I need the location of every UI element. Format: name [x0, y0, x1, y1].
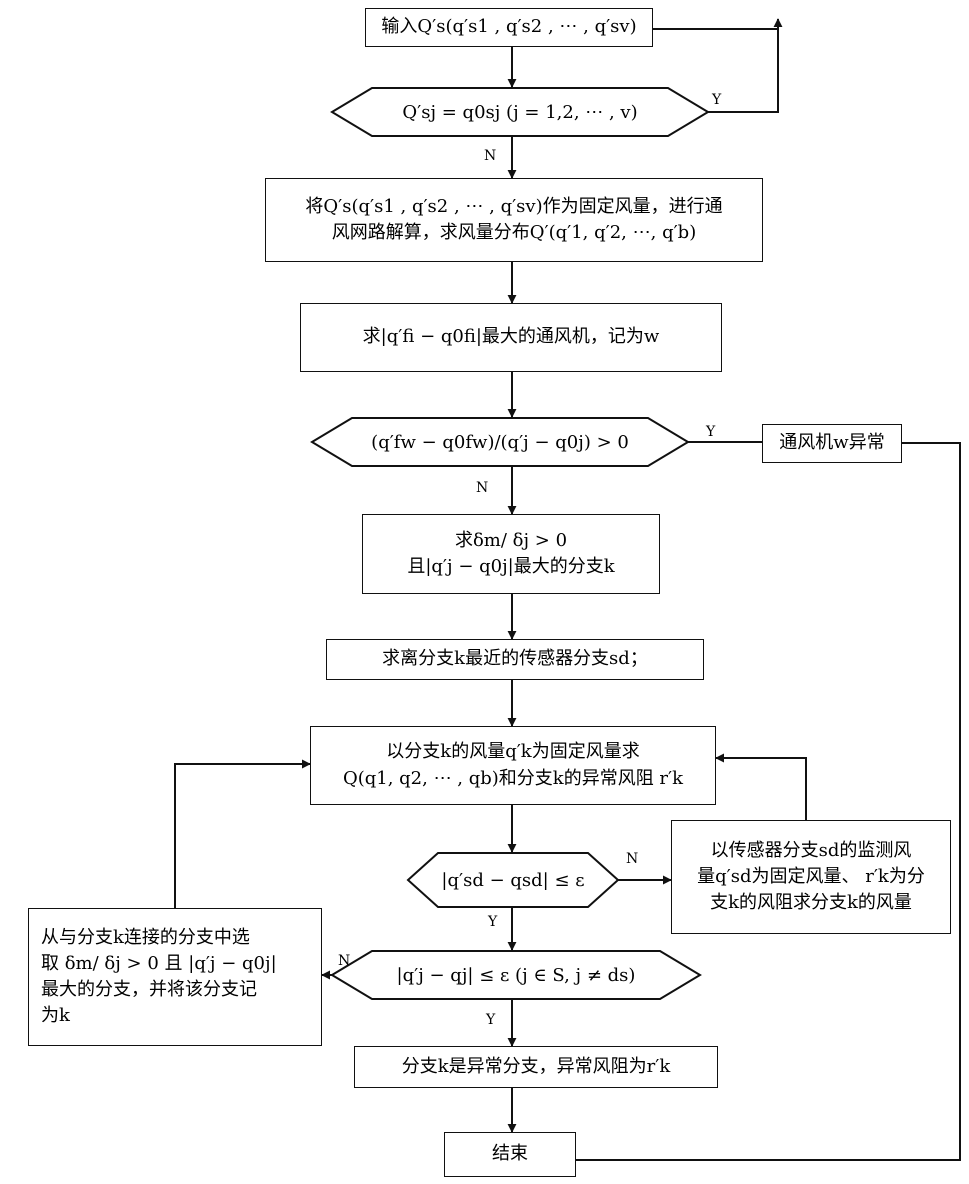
- node-input-qs: 输入Q′s(q′s1 , q′s2 , ⋯ , q′sv): [365, 8, 653, 47]
- node-network-solve-line2: 风网路解算，求风量分布Q′(q′1, q′2, ⋯, q′b): [332, 220, 696, 246]
- node-nearest-sensor: 求离分支k最近的传感器分支sd；: [326, 639, 704, 680]
- node-select-branch-line1: 从与分支k连接的分支中选: [41, 925, 250, 951]
- node-max-branch-line1: 求δm/ δj > 0: [455, 528, 567, 554]
- node-fixed-airflow-line1: 以分支k的风量q′k为固定风量求: [386, 739, 639, 765]
- arrow-n7-n6: [716, 758, 806, 820]
- node-sensor-airflow-line1: 以传感器分支sd的监测风: [711, 838, 912, 864]
- node-max-branch-line2: 且|q′j − q0j|最大的分支k: [407, 554, 614, 580]
- node-max-branch: 求δm/ δj > 0 且|q′j − q0j|最大的分支k: [362, 514, 660, 594]
- label-d3-yes: Y: [488, 914, 497, 930]
- node-sensor-airflow-line2: 量q′sd为固定风量、 r′k为分: [697, 864, 925, 890]
- node-select-branch-line3: 最大的分支，并将该分支记: [41, 977, 257, 1003]
- label-d2-no: N: [476, 480, 488, 496]
- node-abnormal-branch: 分支k是异常分支，异常风阻为r′k: [354, 1046, 718, 1088]
- node-end: 结束: [444, 1132, 576, 1177]
- node-fan-abnormal: 通风机w异常: [762, 424, 902, 463]
- node-max-fan: 求|q′fi − q0fi|最大的通风机，记为w: [300, 303, 722, 372]
- label-d3-no: N: [626, 851, 638, 867]
- label-d1-no: N: [484, 148, 496, 164]
- node-max-fan-text: 求|q′fi − q0fi|最大的通风机，记为w: [363, 324, 660, 350]
- decision-d3-text: |q′sd − qsd| ≤ ε: [430, 853, 596, 907]
- node-sensor-airflow: 以传感器分支sd的监测风 量q′sd为固定风量、 r′k为分 支k的风阻求分支k…: [671, 820, 951, 934]
- label-d2-yes: Y: [706, 424, 715, 440]
- node-select-branch: 从与分支k连接的分支中选 取 δm/ δj > 0 且 |q′j − q0j| …: [28, 908, 322, 1046]
- node-fixed-airflow-line2: Q(q1, q2, ⋯ , qb)和分支k的异常风阻 r′k: [343, 766, 683, 792]
- label-d4-no: N: [338, 953, 350, 969]
- arrow-n8-n6: [175, 764, 310, 908]
- node-input-qs-text: 输入Q′s(q′s1 , q′s2 , ⋯ , q′sv): [381, 14, 636, 40]
- node-select-branch-line2: 取 δm/ δj > 0 且 |q′j − q0j|: [41, 951, 277, 977]
- node-network-solve-line1: 将Q′s(q′s1 , q′s2 , ⋯ , q′sv)作为固定风量，进行通: [305, 194, 722, 220]
- node-fixed-airflow: 以分支k的风量q′k为固定风量求 Q(q1, q2, ⋯ , qb)和分支k的异…: [310, 726, 716, 805]
- node-network-solve: 将Q′s(q′s1 , q′s2 , ⋯ , q′sv)作为固定风量，进行通 风…: [265, 178, 763, 262]
- node-abnormal-branch-text: 分支k是异常分支，异常风阻为r′k: [402, 1054, 671, 1080]
- node-fan-abnormal-text: 通风机w异常: [779, 430, 884, 456]
- decision-d4-text: |q′j − qj| ≤ ε (j ∈ S, j ≠ ds): [360, 951, 672, 999]
- node-sensor-airflow-line3: 支k的风阻求分支k的风量: [710, 890, 912, 916]
- node-end-text: 结束: [492, 1141, 528, 1167]
- decision-d1-text: Q′sj = q0sj (j = 1,2, ⋯ , v): [362, 88, 678, 136]
- label-d1-yes: Y: [712, 92, 721, 108]
- decision-d2-text: (q′fw − q0fw)/(q′j − q0j) > 0: [340, 418, 660, 466]
- label-d4-yes: Y: [486, 1012, 495, 1028]
- node-nearest-sensor-text: 求离分支k最近的传感器分支sd；: [382, 646, 648, 672]
- node-select-branch-line4: 为k: [41, 1003, 70, 1029]
